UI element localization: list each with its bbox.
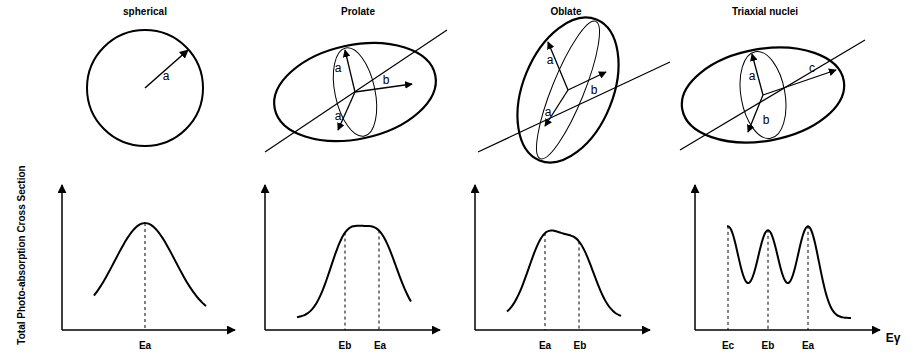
energy-label: Eb	[339, 341, 352, 351]
triaxial-shape	[674, 35, 865, 154]
spectrum-plot	[695, 185, 880, 330]
axis-label: a	[749, 70, 756, 82]
spectrum-plot	[475, 185, 650, 330]
energy-label: Ea	[374, 341, 386, 351]
y-axis-title: Total Photo-absorption Cross Section	[17, 165, 27, 344]
axis-label: a	[547, 54, 554, 66]
energy-label: Eb	[762, 341, 775, 351]
prolate-shape	[265, 29, 447, 155]
axis-label: c	[809, 62, 815, 74]
panel-title: Oblate	[550, 7, 581, 17]
panel-title: Prolate	[341, 7, 375, 17]
spectrum-plot	[265, 185, 440, 330]
energy-label: Ea	[139, 341, 151, 351]
panel-title: spherical	[123, 7, 167, 17]
oblate-shape	[478, 3, 670, 178]
panel-title: Triaxial nuclei	[732, 7, 798, 17]
radius-arrow	[145, 50, 188, 88]
axis-label: a	[163, 70, 170, 82]
axis-label: b	[763, 114, 770, 126]
axis-label: a	[545, 106, 552, 118]
energy-label: Eb	[574, 341, 587, 351]
axis-label: b	[383, 74, 390, 86]
axis-label: a	[335, 62, 342, 74]
axis-label: a	[335, 110, 342, 122]
spectrum-plot	[62, 185, 235, 330]
energy-label: Ea	[539, 341, 551, 351]
sphere-outline	[87, 30, 203, 146]
energy-label: Ec	[722, 341, 734, 351]
x-axis-title: Eγ	[886, 332, 901, 344]
energy-label: Ea	[802, 341, 814, 351]
axis-label: b	[591, 84, 598, 96]
